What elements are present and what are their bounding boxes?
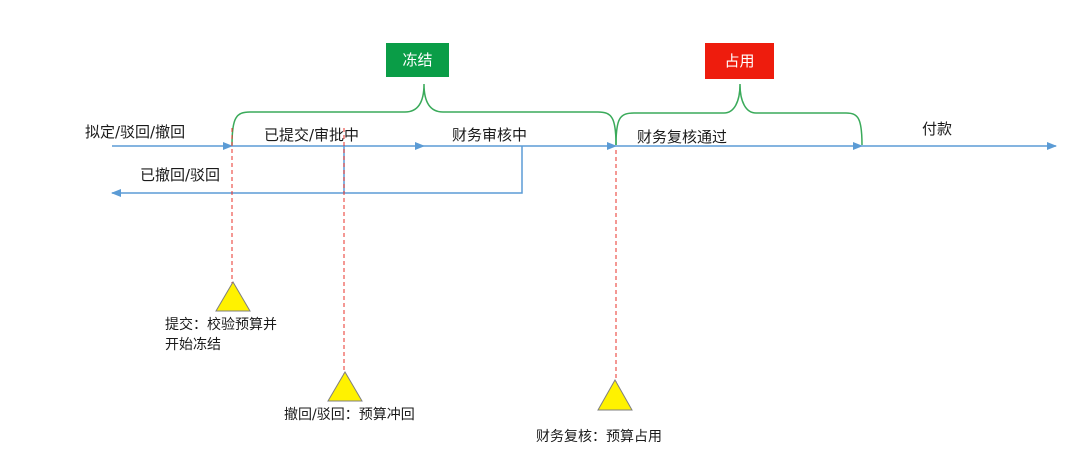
recheck-warning-triangle-icon: [597, 378, 633, 411]
stage-finance-recheck-label: 财务复核通过: [637, 128, 728, 146]
submit-event-note: 提交：校验预算并 开始冻结: [165, 315, 277, 355]
return-branch-from-review: [344, 146, 523, 194]
stage-payment-label: 付款: [922, 120, 953, 138]
stage-draft-label: 拟定/驳回/撤回: [85, 123, 186, 141]
freeze-brace: [231, 83, 617, 146]
submit-warning-triangle-icon: [215, 281, 251, 312]
occupy-brace: [615, 83, 863, 146]
stage-submitted-label: 已提交/审批中: [264, 126, 360, 144]
stage-finance-review-label: 财务审核中: [452, 126, 528, 144]
submit-event-line2: 开始冻结: [165, 337, 221, 353]
submit-event-line1: 提交：校验预算并: [165, 317, 277, 333]
occupy-badge: 占用: [705, 43, 774, 79]
withdraw-event-note: 撤回/驳回：预算冲回: [284, 407, 415, 423]
return-path-label: 已撤回/驳回: [140, 166, 221, 184]
freeze-badge: 冻结: [386, 43, 449, 77]
recheck-event-note: 财务复核：预算占用: [536, 429, 662, 445]
withdraw-warning-triangle-icon: [327, 371, 363, 402]
